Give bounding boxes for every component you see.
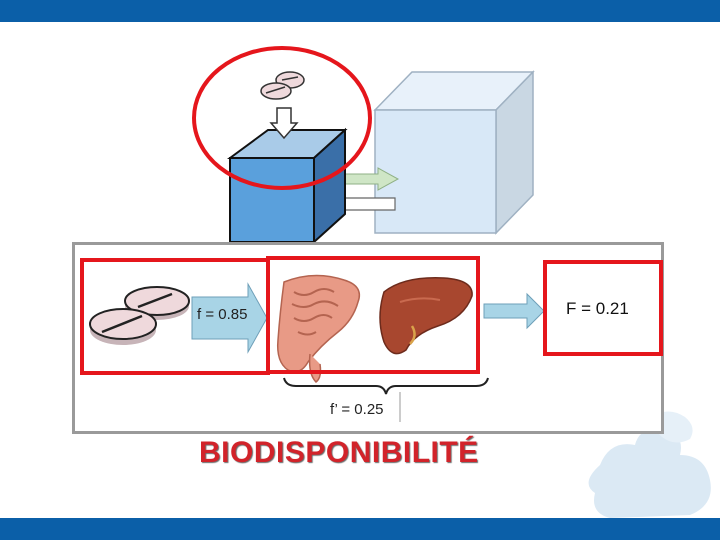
highlight-box-F [543, 260, 663, 356]
bioavailability-diagram [80, 256, 663, 422]
liver-icon [379, 277, 473, 355]
peripheral-compartment-cube [373, 70, 535, 235]
bioavailability-panel [72, 242, 664, 434]
highlight-circle [192, 46, 372, 190]
intestine-icon [276, 274, 361, 383]
tablets-icon [89, 286, 190, 345]
down-arrow-icon [269, 107, 299, 140]
organs-bracket [283, 377, 489, 395]
oral-fraction-label: f = 0.85 [197, 306, 248, 323]
header-bar [0, 0, 720, 22]
highlight-box-organs [266, 256, 480, 374]
page-title: BIODISPONIBILITÉ [199, 436, 479, 469]
footer-bar [0, 518, 720, 540]
bioavailability-value-label: F = 0.21 [566, 299, 629, 318]
absorption-arrow [191, 282, 268, 354]
systemic-arrow [483, 292, 545, 330]
first-pass-fraction-label: f’ = 0.25 [330, 401, 384, 418]
tablets-icon [260, 71, 305, 100]
